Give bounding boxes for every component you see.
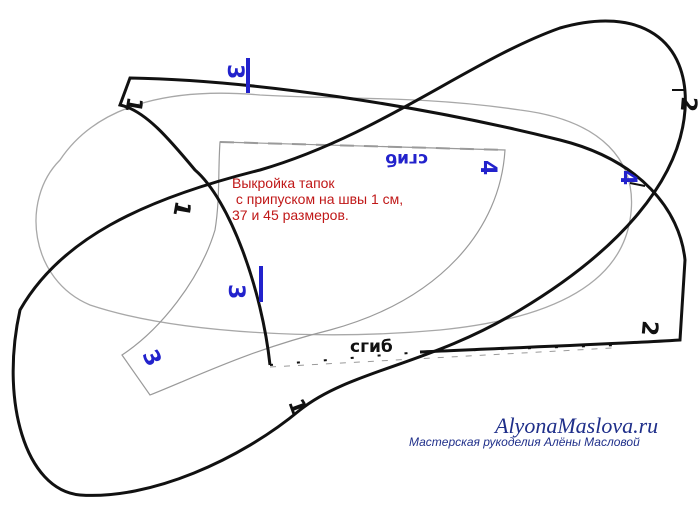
pattern-caption-line3: 37 и 45 размеров.	[232, 207, 349, 223]
faint-sole-outline	[35, 92, 633, 336]
watermark-subtitle: Мастерская рукоделия Алёны Масловой	[409, 435, 640, 449]
marker-2-bottom-right: 2	[636, 319, 662, 336]
marker-3-middle: 3	[223, 284, 248, 299]
marker-1-top-left: 1	[119, 95, 146, 114]
marker-3-bottom: 3	[137, 346, 166, 370]
faint-base-line	[269, 347, 613, 368]
tick-mark-4a	[629, 182, 646, 187]
fold-label-bottom: сгиб	[350, 337, 393, 357]
watermark-site: AlyonaMaslova.ru	[493, 413, 658, 438]
marker-1-middle: 1	[167, 199, 194, 218]
marker-4-right: 4	[615, 170, 640, 185]
marker-3-top: 3	[222, 64, 247, 79]
faint-upper-outline	[121, 141, 506, 396]
marker-4-upper: 4	[475, 160, 500, 175]
tick-mark-1a	[175, 205, 191, 211]
pattern-caption-line2: с припуском на швы 1 см,	[232, 191, 403, 207]
fold-label-top-mirrored: сгиб	[385, 149, 428, 169]
marker-2-top-right: 2	[675, 95, 700, 112]
marker-1-bottom: 1	[282, 396, 311, 419]
upper-outline	[117, 76, 687, 366]
sole-outline	[11, 19, 687, 497]
pattern-caption-line1: Выкройка тапок	[232, 175, 335, 191]
